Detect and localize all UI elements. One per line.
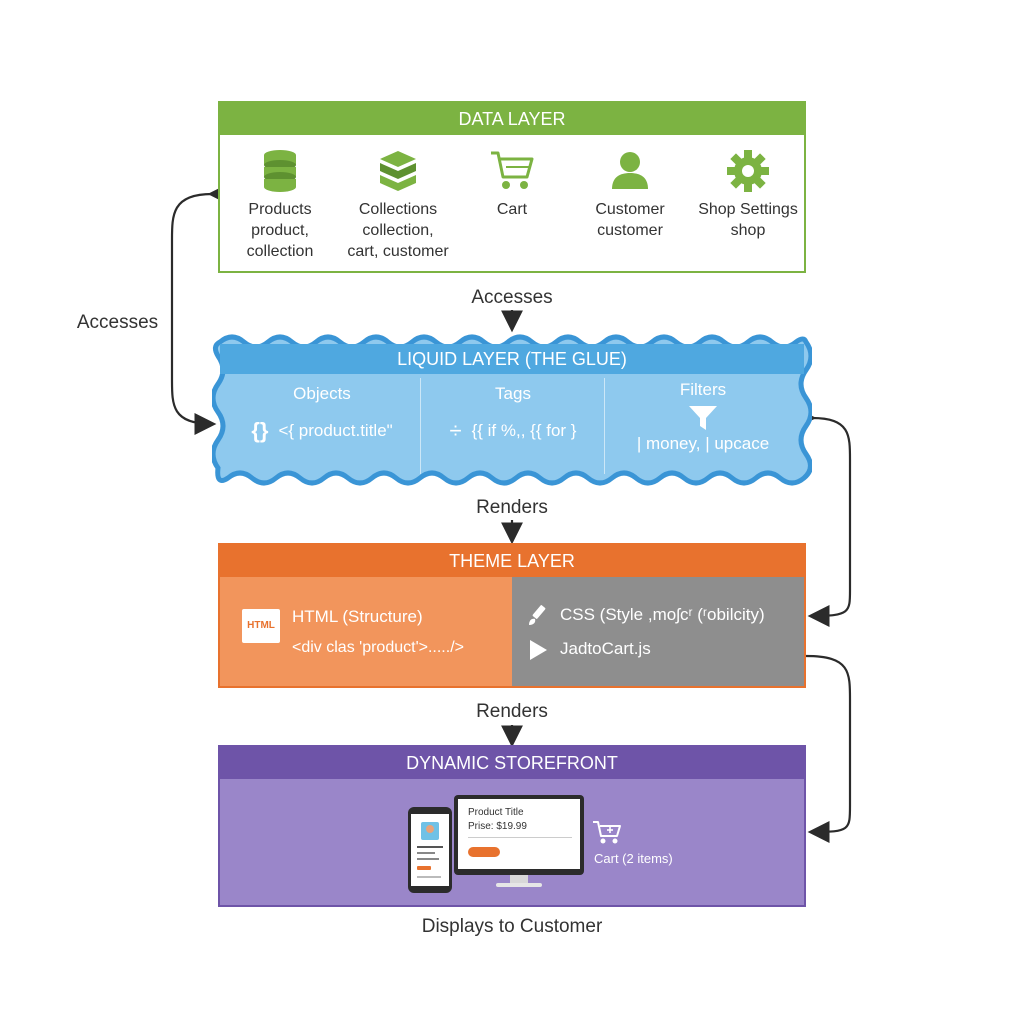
user-icon — [570, 149, 690, 193]
product-image — [421, 822, 439, 840]
data-item-collections: Collections collection, cart, customer — [338, 149, 458, 262]
data-item-products: Products product, collection — [220, 149, 340, 262]
liquid-col-tags: Tags ÷ {{ if %,, {{ for } — [422, 376, 604, 476]
left-accesses-arrow — [170, 182, 230, 435]
funnel-icon — [606, 404, 800, 432]
column-divider — [420, 378, 421, 474]
liquid-col-title: Objects — [293, 384, 351, 403]
brush-icon — [526, 603, 550, 632]
phone-mockup — [408, 807, 452, 893]
data-item-objects: customer — [597, 222, 663, 239]
liquid-wave-background — [212, 334, 812, 486]
renders-label-1: Renders — [476, 497, 548, 518]
liquid-layer-title: LIQUID LAYER (THE GLUE) — [397, 349, 627, 369]
cart-outline-icon[interactable] — [592, 819, 622, 850]
css-title: CSS (Style ,moʃcʳ (ʳobilcity) — [560, 605, 765, 624]
database-icon — [220, 149, 340, 193]
gear-icon — [688, 149, 808, 193]
divide-icon: ÷ — [449, 418, 462, 443]
add-to-cart-button[interactable] — [468, 847, 500, 857]
right-theme-storefront-arrow — [805, 654, 852, 843]
html-file-icon: HTML — [242, 609, 280, 643]
data-layer-box: DATA LAYER Products product, collection — [218, 101, 806, 273]
displays-label: Displays to Customer — [421, 916, 603, 937]
js-title: JadtoCart.js — [560, 639, 651, 658]
cart-icon — [452, 149, 572, 193]
theme-html-panel: HTML HTML (Structure) <div clas 'product… — [220, 577, 512, 686]
liquid-col-title: Filters — [679, 380, 727, 399]
product-title: Product Title — [468, 807, 524, 818]
liquid-col-filters: Filters | money, | upcace — [606, 376, 800, 476]
liquid-col-code: {{ if %,, {{ for } — [471, 421, 577, 440]
liquid-col-code: <{ product.title" — [278, 421, 393, 440]
storefront-layer-title: DYNAMIC STOREFRONT — [220, 747, 804, 779]
html-title: HTML (Structure) — [292, 607, 423, 626]
liquid-col-code: | money, | upcace — [636, 434, 770, 453]
liquid-col-objects: Objects {} <{ product.title" — [224, 376, 420, 476]
storefront-layer-box: DYNAMIC STOREFRONT Product Title Prise: … — [218, 745, 806, 907]
data-layer-title: DATA LAYER — [220, 103, 804, 135]
theme-layer-title: THEME LAYER — [220, 545, 804, 577]
play-icon — [528, 639, 548, 666]
braces-icon: {} — [251, 418, 269, 443]
accesses-center-label: Accesses — [471, 287, 553, 308]
data-item-name: Collections — [358, 201, 438, 218]
data-item-objects: cart, customer — [347, 243, 449, 260]
data-item-name: Shop Settings — [698, 201, 798, 218]
liquid-layer-box: LIQUID LAYER (THE GLUE) Objects {} <{ pr… — [212, 328, 812, 493]
data-item-shop-settings: Shop Settings shop — [688, 149, 808, 241]
theme-layer-box: THEME LAYER HTML HTML (Structure) <div c… — [218, 543, 806, 688]
data-item-customer: Customer customer — [570, 149, 690, 241]
html-code: <div clas 'product'>...../> — [292, 639, 464, 656]
column-divider — [604, 378, 605, 474]
stack-icon — [338, 149, 458, 193]
data-item-cart: Cart — [452, 149, 572, 220]
theme-css-js-panel: CSS (Style ,moʃcʳ (ʳobilcity) JadtoCart.… — [512, 577, 804, 686]
data-item-objects: shop — [730, 222, 766, 239]
data-item-objects: product, — [251, 222, 309, 239]
data-item-name: Cart — [496, 201, 528, 218]
data-item-name: Products — [248, 201, 312, 218]
data-item-objects: collection — [246, 243, 314, 260]
monitor-mockup: Product Title Prise: $19.99 — [454, 795, 584, 889]
liquid-col-title: Tags — [495, 384, 531, 403]
renders-label-2: Renders — [476, 701, 548, 722]
data-item-objects: collection, — [362, 222, 434, 239]
product-price: Prise: $19.99 — [468, 821, 527, 832]
data-item-name: Customer — [595, 201, 665, 218]
accesses-left-label: Accesses — [76, 312, 159, 333]
cart-count-label: Cart (2 items) — [594, 851, 673, 866]
right-liquid-theme-arrow — [794, 406, 852, 627]
